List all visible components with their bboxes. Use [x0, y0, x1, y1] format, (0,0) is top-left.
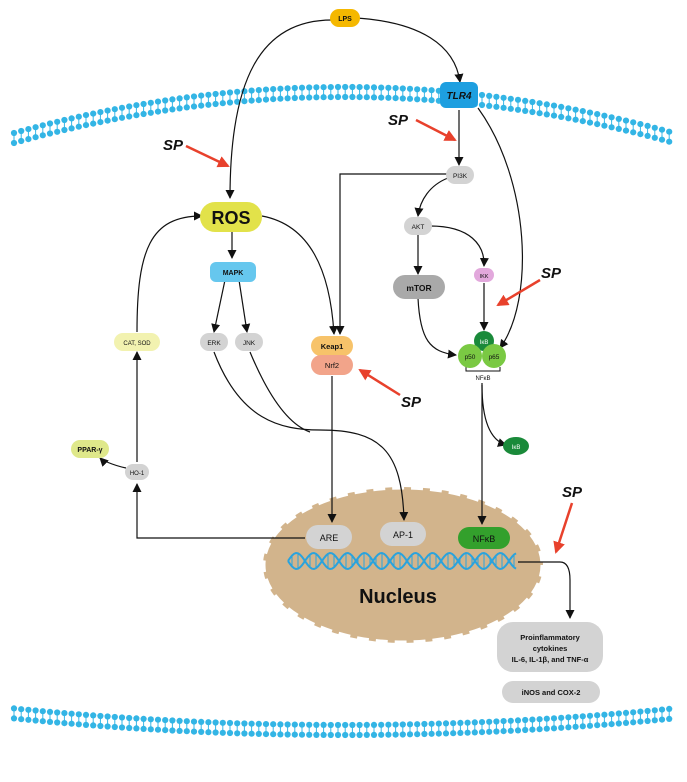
ikb-free-label: IκB [512, 445, 521, 451]
arrow-lps-ros [225, 19, 333, 199]
mapk-node [210, 262, 256, 282]
p50-node [458, 344, 482, 368]
sp-arrow-ikk [496, 278, 541, 307]
arrow-dna-cytokines [518, 561, 575, 619]
arrow-catsod-ros [136, 211, 203, 333]
arrow-mapk-jnk [238, 279, 251, 333]
arrow-ho1-ppar [99, 457, 127, 469]
cell-membrane-bottom [10, 705, 673, 739]
p65-label: p65 [489, 354, 500, 361]
cell-membrane-top [10, 83, 673, 147]
cytokines-line1: Proinflammatory [520, 633, 580, 642]
pi3k-node [446, 166, 474, 184]
lps-label: LPS [338, 16, 352, 23]
p65-node [482, 344, 506, 368]
sp-label-tlr4: SP [388, 112, 409, 129]
mapk-label: MAPK [223, 270, 244, 277]
arrow-mapk-erk [211, 279, 226, 333]
arrow-pi3k-akt [414, 177, 449, 217]
cat-sod-node [114, 333, 160, 351]
cat-sod-label: CAT, SOD [123, 341, 151, 347]
ap1-node [380, 522, 426, 546]
erk-label: ERK [207, 340, 221, 347]
pathway-arrows [99, 17, 575, 619]
lps-node [330, 9, 360, 27]
keap1-label: Keap1 [321, 342, 344, 351]
erk-node [200, 333, 228, 351]
nucleus-label: Nucleus [359, 586, 437, 608]
sp-arrow-cytokines [553, 502, 574, 554]
sp-arrow-nrf2 [358, 368, 401, 397]
cytokines-line2: cytokines [533, 644, 568, 653]
ppar-label: PPAR-γ [77, 447, 102, 454]
arrow-erk-ap1 [213, 351, 409, 521]
arrow-are-ho1 [132, 483, 305, 539]
tlr4-node [440, 82, 478, 108]
jnk-node [235, 333, 263, 351]
nfkb-nucleus-label: NFκB [473, 534, 496, 544]
akt-label: AKT [412, 224, 425, 231]
arrow-nfkb-ikb [481, 384, 507, 447]
sp-label-ikk: SP [541, 265, 562, 282]
sp-label-nrf2: SP [401, 394, 422, 411]
inos-cox-label: iNOS and COX-2 [522, 688, 581, 697]
ikk-node [474, 268, 494, 282]
cytokines-box [497, 622, 603, 672]
are-node [306, 525, 352, 549]
pi3k-label: PI3K [453, 173, 468, 180]
ikb-complex-label: IκB [480, 340, 489, 346]
arrow-tlr4-nfkb [477, 107, 524, 349]
arrow-ros-keap1 [261, 215, 338, 335]
nfkb-bracket [465, 367, 501, 372]
nrf2-node [311, 355, 353, 375]
nrf2-label: Nrf2 [325, 361, 339, 370]
nfkb-bracket-label: NFκB [476, 376, 491, 382]
arrow-pi3k-keap1 [335, 173, 448, 335]
ho1-label: HO-1 [130, 471, 145, 477]
ros-node [200, 202, 262, 232]
dna-helix [287, 551, 517, 571]
ikk-label: IKK [480, 274, 489, 280]
arrow-lps-tlr4 [355, 17, 464, 83]
sp-arrow-ros [185, 144, 230, 168]
jnk-label: JNK [243, 340, 256, 347]
ap1-label: AP-1 [393, 530, 413, 540]
mtor-node [393, 275, 445, 299]
sp-arrow-tlr4 [415, 118, 457, 142]
inos-cox-box [502, 681, 600, 703]
arrow-jnk-ap1 [249, 351, 311, 433]
ppar-node [71, 440, 109, 458]
ho1-node [125, 464, 149, 480]
ros-label: ROS [211, 208, 250, 228]
sp-arrows [185, 118, 574, 554]
nfkb-nucleus-node [458, 527, 510, 549]
tlr4-label: TLR4 [447, 91, 472, 102]
are-label: ARE [320, 533, 339, 543]
arrow-mtor-nfkb [417, 297, 457, 359]
keap1-node [311, 336, 353, 356]
ikb-free-node [503, 437, 529, 455]
sp-label-cytokines: SP [562, 484, 583, 501]
cytokines-line3: IL-6, IL-1β, and TNF-α [512, 655, 589, 664]
mtor-label: mTOR [406, 283, 431, 293]
p50-label: p50 [465, 354, 476, 361]
arrow-akt-ikk [429, 225, 489, 267]
sp-label-ros: SP [163, 137, 184, 154]
akt-node [404, 217, 432, 235]
